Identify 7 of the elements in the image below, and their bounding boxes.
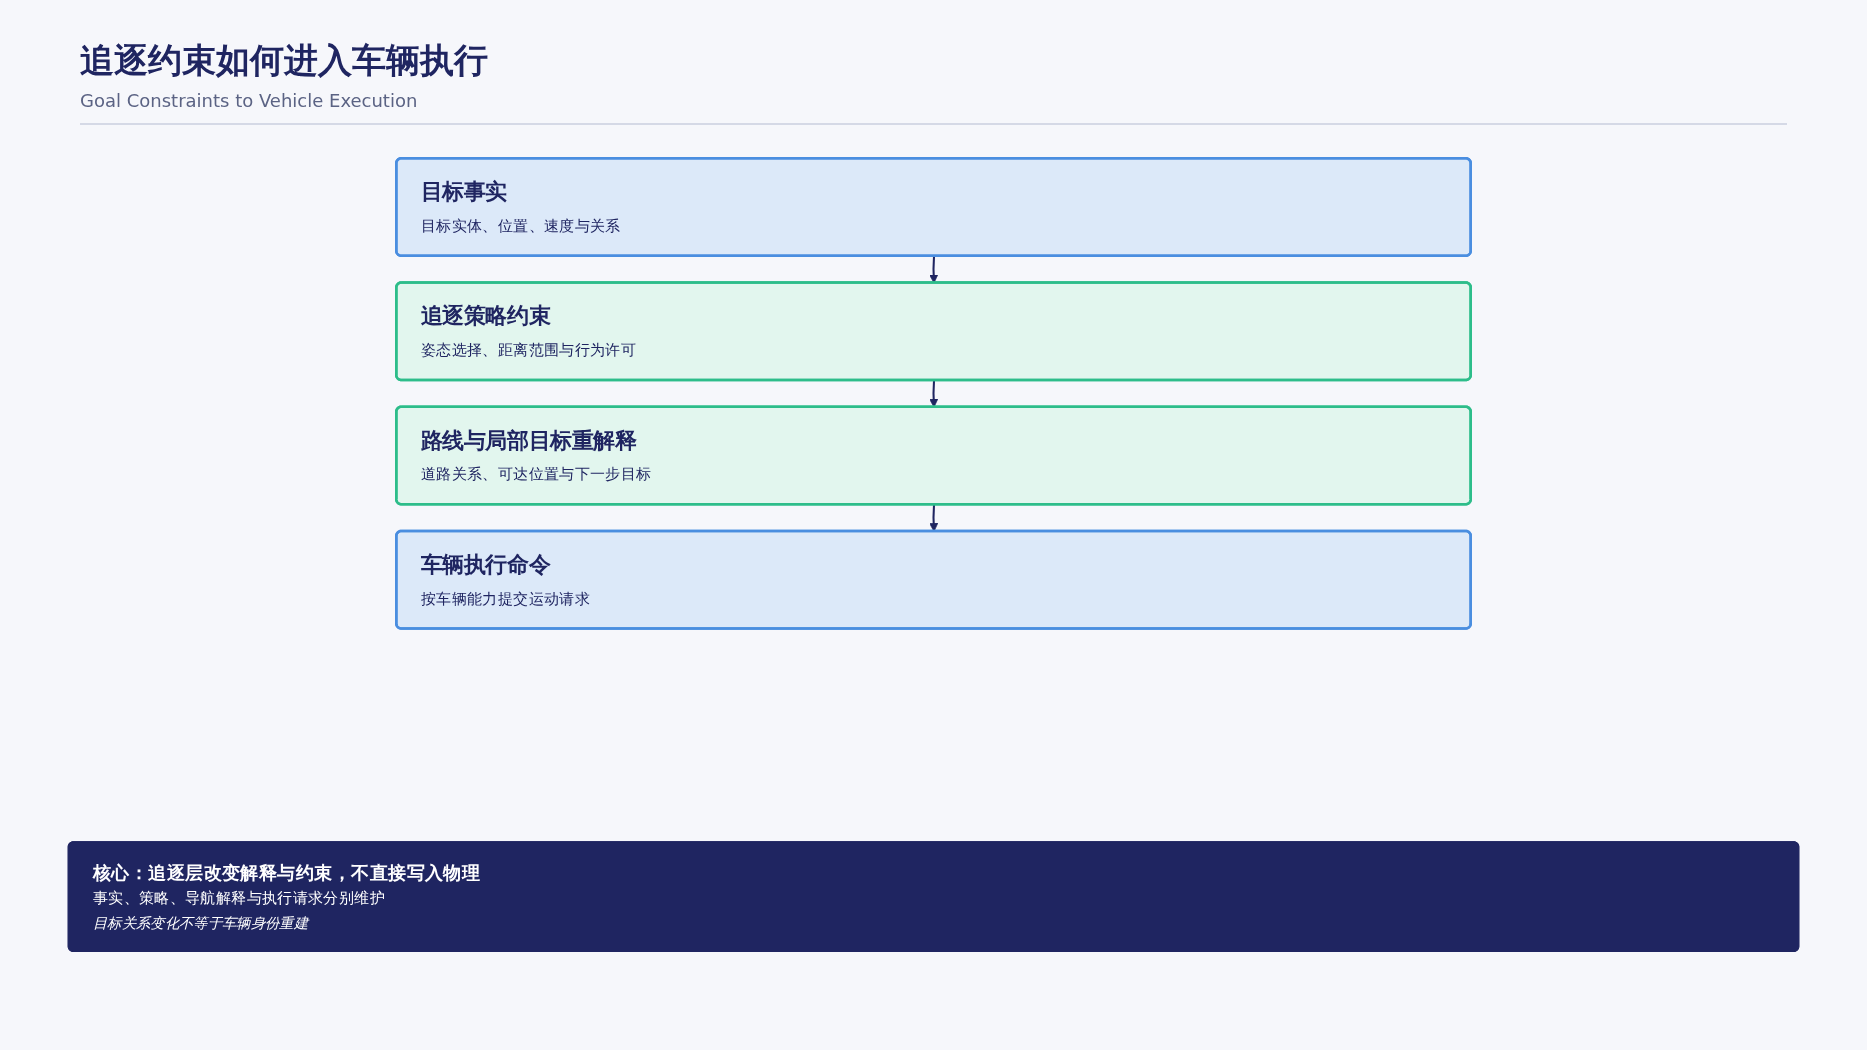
title: 追逐约束如何进入车辆执行: [80, 39, 488, 82]
subtitle: Goal Constraints to Vehicle Execution: [80, 89, 418, 113]
summary-panel: 核心：追逐层改变解释与约束，不直接写入物理 事实、策略、导航解释与执行请求分别维护 目标关系变化不等于车辆身份重建: [67, 841, 1800, 952]
process-box: 目标事实 目标实体、位置、速度与关系: [395, 156, 1472, 258]
process-box: 路线与局部目标重解释 道路关系、可达位置与下一步目标: [395, 405, 1472, 506]
process-box: 追逐策略约束 姿态选择、距离范围与行为许可: [395, 281, 1472, 382]
process-box: 车辆执行命令 按车辆能力提交运动请求: [395, 529, 1472, 630]
